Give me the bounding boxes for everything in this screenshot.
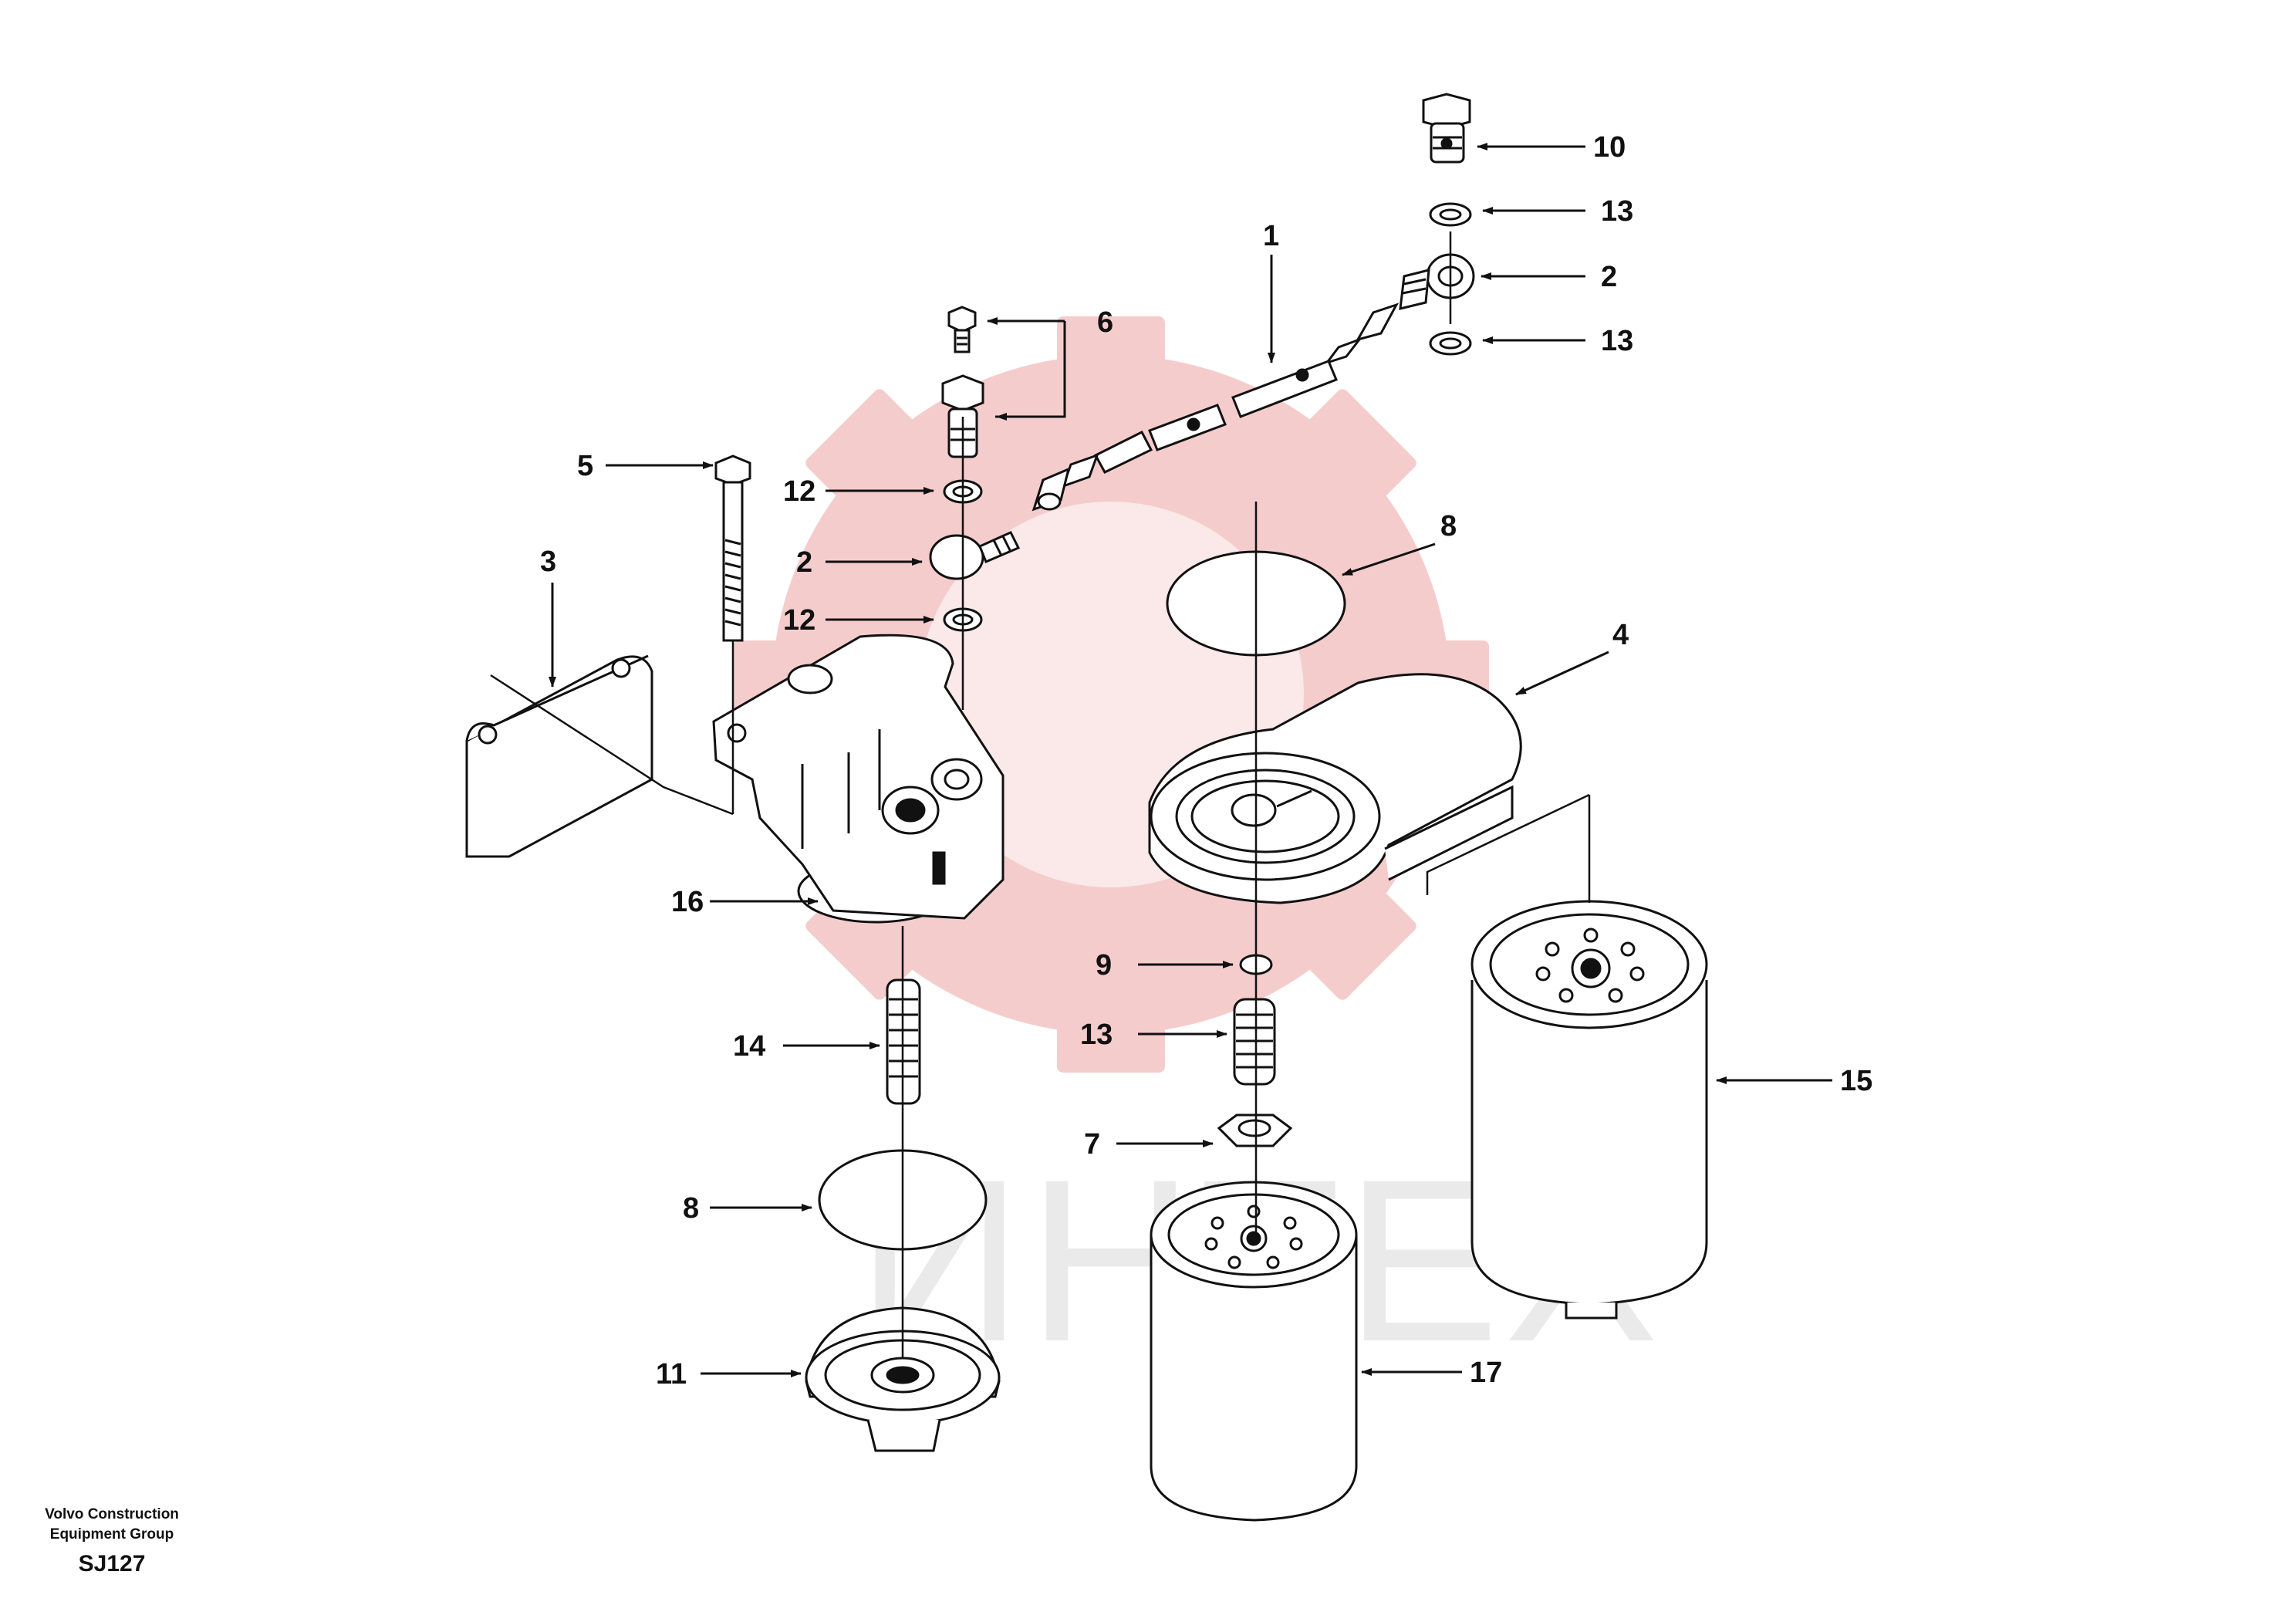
callout-1: 1: [1263, 220, 1279, 252]
footer-company: Volvo Construction Equipment Group: [23, 1505, 201, 1545]
callout-17: 17: [1470, 1357, 1502, 1389]
part-13-nipple: [1233, 998, 1276, 1086]
callout-2-upper: 2: [1601, 261, 1617, 293]
callout-leaders: [549, 143, 1832, 1377]
callout-14: 14: [733, 1030, 765, 1063]
part-11-cap: [805, 1306, 1001, 1452]
part-5-long-bolt: [714, 454, 751, 642]
assembly-centre-lines: [490, 231, 1591, 1358]
callout-15: 15: [1840, 1065, 1872, 1097]
callout-13-lower: 13: [1080, 1019, 1113, 1051]
part-2-banjo-upper: [1399, 253, 1475, 310]
callout-9: 9: [1096, 949, 1112, 982]
part-2-banjo-lower: [929, 531, 1021, 580]
callout-6: 6: [1097, 306, 1113, 339]
callout-8-upper: 8: [1440, 510, 1457, 542]
callout-4: 4: [1612, 619, 1629, 651]
callout-13-top: 13: [1601, 195, 1633, 228]
callout-2-lower: 2: [796, 546, 812, 579]
part-1-fuel-pipe: [1032, 302, 1400, 512]
callout-3: 3: [540, 546, 556, 578]
callout-10: 10: [1593, 131, 1626, 164]
part-6-valve: [941, 374, 984, 458]
callout-13-second: 13: [1601, 325, 1633, 357]
part-3-bracket: [465, 654, 653, 858]
part-15-filter: [1470, 900, 1708, 1320]
callout-8-lower: 8: [683, 1192, 699, 1225]
callout-16: 16: [671, 886, 704, 918]
footer-company-line1: Volvo Construction: [45, 1506, 179, 1522]
part-6-bolt: [947, 306, 977, 353]
callout-11: 11: [656, 1358, 687, 1391]
part-17-filter: [1150, 1181, 1358, 1522]
part-4-filter-head: [1148, 673, 1522, 904]
part-7-nut: [1217, 1113, 1293, 1147]
footer-company-line2: Equipment Group: [49, 1526, 174, 1543]
callout-12-lower: 12: [783, 604, 815, 637]
part-drawings: [465, 93, 1708, 1522]
callout-12-top: 12: [783, 475, 815, 508]
callout-5: 5: [577, 450, 593, 482]
part-16-filter-head: [712, 634, 1004, 924]
callout-labels: 10 13 2 13 1 6 5 12 2 12 3 8 4 16 9 13 1…: [540, 131, 1872, 1391]
footer-drawing-code: SJ127: [78, 1551, 146, 1576]
callout-7: 7: [1084, 1128, 1100, 1161]
part-10-banjo-bolt: [1422, 93, 1471, 164]
